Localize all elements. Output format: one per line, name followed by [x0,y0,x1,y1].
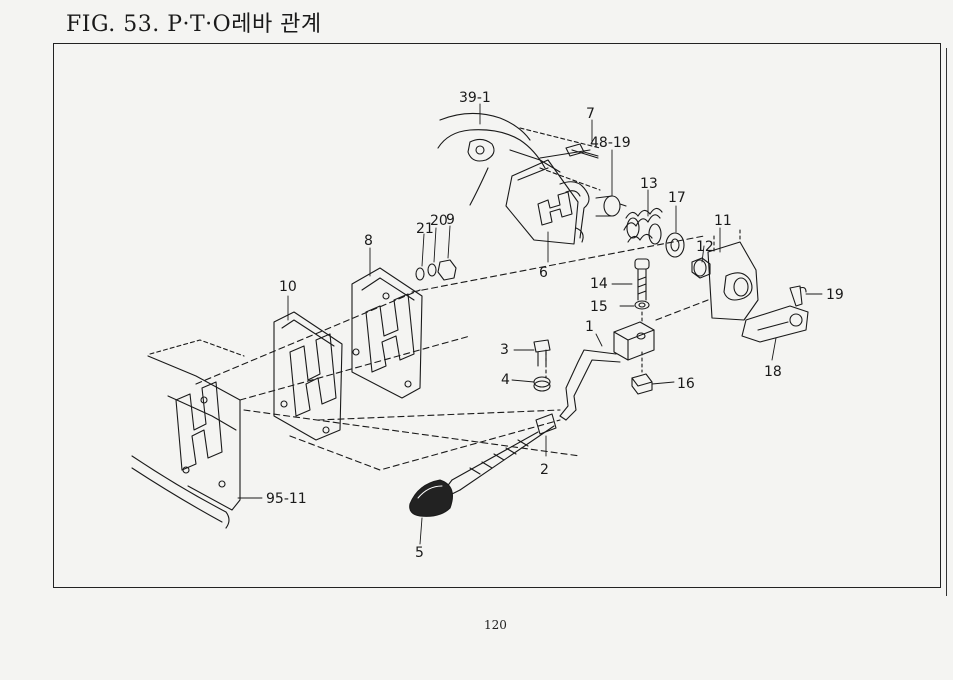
diagram-frame [53,43,941,588]
page-edge-rule [946,48,947,596]
callout-10: 10 [279,279,297,295]
bracket-11 [707,229,759,321]
callout-21: 21 [416,221,434,237]
gate-plate-8 [351,267,423,399]
figure-title: FIG. 53. P·T·O레바 관계 [66,12,322,37]
knob-5 [409,479,453,517]
callout-19: 19 [826,287,844,303]
washer-21 [415,267,425,281]
callout-7: 7 [586,106,595,122]
callout-12: 12 [696,239,714,255]
nut-9 [437,259,457,281]
bolt-7 [565,143,599,159]
leader-lines [237,103,823,545]
gate-plate-10 [273,311,343,441]
bolt-14 [634,258,650,301]
callout-48-19: 48-19 [590,135,631,151]
callout-11: 11 [714,213,732,229]
housing-assembly-39-1 [437,112,601,206]
nut-16 [631,373,653,395]
callout-9: 9 [446,212,455,228]
callout-17: 17 [668,190,686,206]
boot-sleeve-2 [445,413,557,495]
callout-39-1: 39-1 [459,90,491,106]
lever-rod-1 [559,349,621,421]
callout-18: 18 [764,364,782,380]
callout-16: 16 [677,376,695,392]
washer-15 [634,300,650,310]
washer-17 [665,232,685,258]
callout-14: 14 [590,276,608,292]
shift-plate-6 [505,159,590,245]
spring-13 [623,207,663,245]
callout-3: 3 [500,342,509,358]
washer-20 [427,263,437,277]
callout-2: 2 [540,462,549,478]
callout-15: 15 [590,299,608,315]
callout-20: 20 [430,213,448,229]
mounting-panel-95-11 [131,339,245,529]
bolt-3 [533,339,551,367]
page-number: 120 [484,618,507,632]
callout-8: 8 [364,233,373,249]
collar-12 [691,257,711,279]
lever-fork-block [613,321,655,361]
callout-6: 6 [539,265,548,281]
alignment-lines [195,235,709,471]
callout-1: 1 [585,319,594,335]
pin-19 [789,285,807,307]
lever-arm-18 [741,305,809,343]
callout-13: 13 [640,176,658,192]
callout-95-11: 95-11 [266,491,307,507]
callout-5: 5 [415,545,424,561]
washer-48-19 [595,195,627,217]
washer-4 [533,376,551,392]
callout-4: 4 [501,372,510,388]
